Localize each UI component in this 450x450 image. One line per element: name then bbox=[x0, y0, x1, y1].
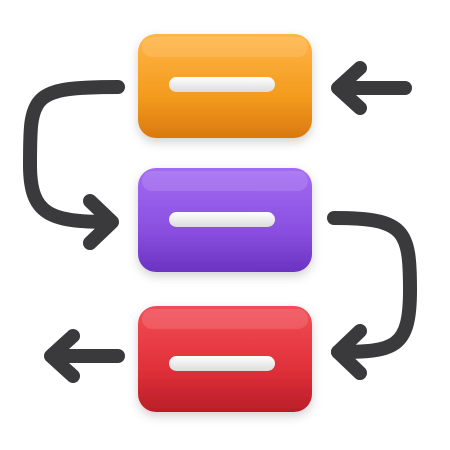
process-box-bottom bbox=[138, 306, 312, 412]
arrow-out-bottom: arrow-left-icon bbox=[44, 329, 125, 383]
process-box-middle bbox=[138, 168, 312, 272]
arrow-in-top: arrow-left-icon bbox=[331, 61, 412, 115]
box-bar-top bbox=[169, 77, 275, 92]
process-box-top bbox=[138, 34, 312, 138]
box-bar-bottom bbox=[169, 356, 275, 371]
box-bar-middle bbox=[169, 212, 275, 227]
arrow-top-to-middle: curved-arrow-icon bbox=[22, 80, 125, 250]
arrow-middle-to-bottom: curved-arrow-icon bbox=[327, 211, 418, 380]
